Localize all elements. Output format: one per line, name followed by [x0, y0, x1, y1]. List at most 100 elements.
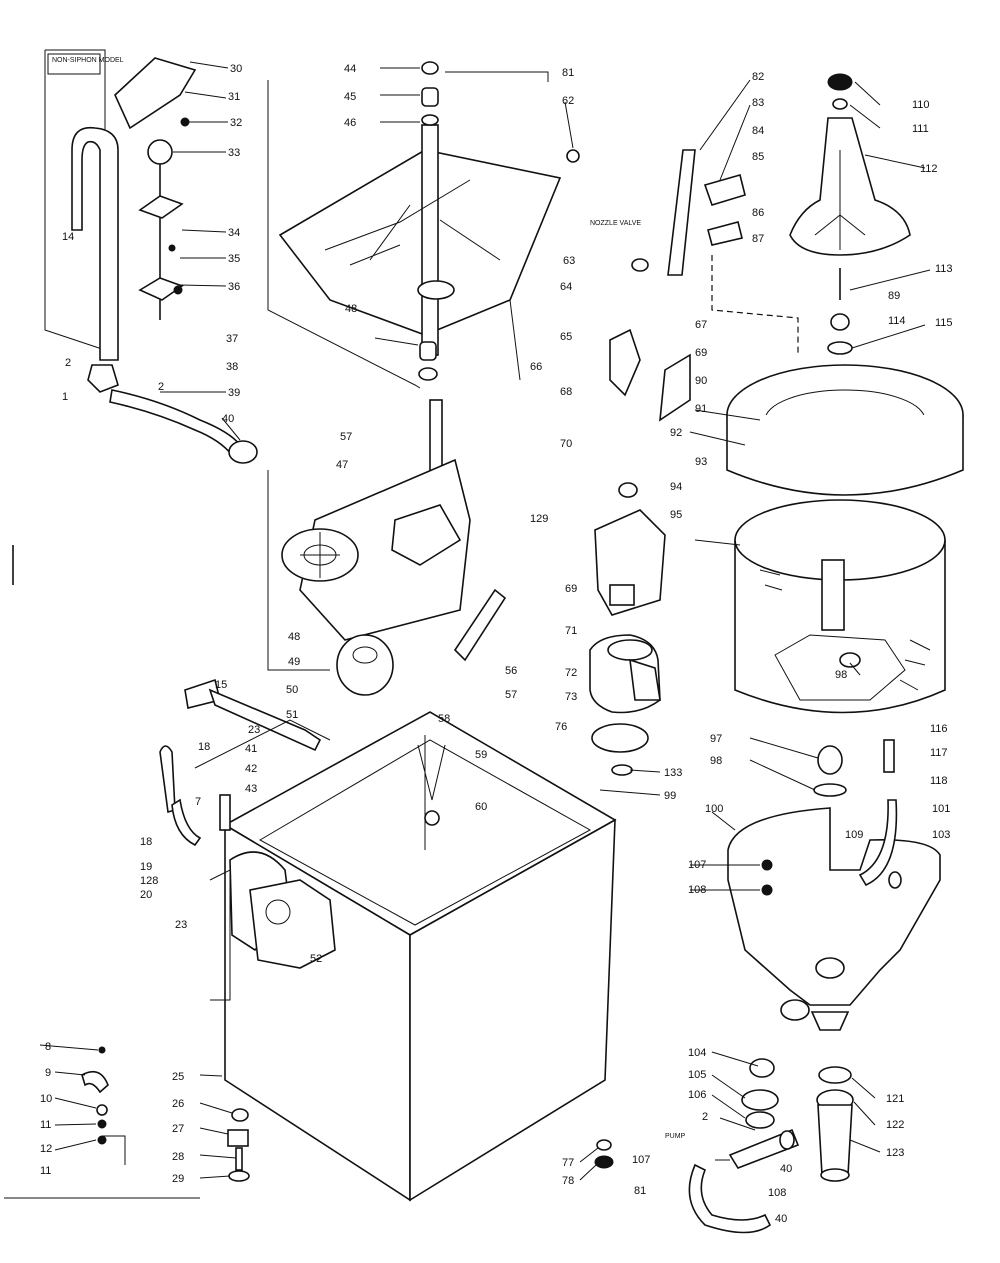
nozzle-valve-group: NOZZLE VALVE [590, 149, 799, 355]
hose-50 [208, 688, 322, 752]
callout: 105 [688, 1069, 706, 1081]
bracket-line [45, 49, 106, 135]
callout: 58 [438, 713, 450, 725]
callout: 46 [344, 117, 356, 129]
tub-cover-assembly [267, 61, 580, 389]
callout: 123 [886, 1147, 904, 1159]
callout: 77 [562, 1157, 574, 1169]
callout: 48 [345, 303, 357, 315]
callout: 114 [888, 315, 906, 327]
callout: 90 [695, 375, 707, 387]
callout: 116 [930, 723, 948, 735]
callout: 121 [886, 1093, 904, 1105]
nozzle-valve-note: NOZZLE VALVE [590, 220, 641, 227]
callout: 62 [562, 95, 574, 107]
callout: 38 [226, 361, 238, 373]
callout: 89 [888, 290, 900, 302]
callout: 23 [175, 919, 187, 931]
callout: 25 [172, 1071, 184, 1083]
callout: 43 [245, 783, 257, 795]
leg-bracket [227, 1129, 249, 1147]
callout-labels: 30 31 32 33 34 35 36 14 2 1 2 39 40 44 4… [40, 63, 953, 1225]
callout: 98 [710, 755, 722, 767]
callout: 110 [912, 99, 930, 111]
agitator-group [789, 73, 911, 355]
callout: 11 [40, 1119, 51, 1131]
callout: 28 [172, 1151, 184, 1163]
callout: 69 [565, 583, 577, 595]
callout: 26 [172, 1098, 184, 1110]
callout: 15 [215, 679, 227, 691]
callout: 129 [530, 513, 548, 525]
callout: 35 [228, 253, 240, 265]
callout: 34 [228, 227, 240, 239]
hose-coupling [228, 440, 258, 464]
callout: 39 [228, 387, 240, 399]
callout: 65 [560, 331, 572, 343]
strap-56 [453, 588, 507, 662]
cabinet [209, 711, 617, 1202]
callout: 33 [228, 147, 240, 159]
spring-60 [424, 810, 440, 826]
tub-cover-plate [278, 149, 562, 336]
callout: 66 [530, 361, 542, 373]
callout: 57 [505, 689, 517, 701]
callout: 92 [670, 427, 682, 439]
callout: 7 [195, 796, 201, 808]
callout: 95 [670, 509, 682, 521]
callout: 103 [932, 829, 950, 841]
agitator-shaft-tube [421, 124, 439, 356]
callout: 14 [62, 231, 74, 243]
callout: 97 [710, 733, 722, 745]
spin-basket-group [726, 364, 964, 714]
callout: 91 [695, 403, 707, 415]
callout: 84 [752, 125, 764, 137]
agitator [789, 117, 911, 256]
callout: 118 [930, 775, 948, 787]
callout: 50 [286, 684, 298, 696]
agitator-cap [827, 73, 853, 91]
callout: 42 [245, 763, 257, 775]
callout: 47 [336, 459, 348, 471]
cap-44 [421, 61, 439, 75]
callout: 111 [912, 123, 929, 135]
callout: 12 [40, 1143, 52, 1155]
callout: 18 [198, 741, 210, 753]
callout: 115 [935, 317, 953, 329]
bushing-45 [421, 87, 439, 107]
callout: 41 [245, 743, 257, 755]
clip-9 [81, 1070, 109, 1094]
callout: 23 [248, 724, 260, 736]
callout: 81 [634, 1185, 646, 1197]
callout: 81 [562, 67, 574, 79]
callout: 32 [230, 117, 242, 129]
seal-97 [817, 745, 843, 775]
callout: 19 [140, 861, 152, 873]
callout: 56 [505, 665, 517, 677]
callout: 106 [688, 1089, 706, 1101]
callout: 20 [140, 889, 152, 901]
outer-tub-group [727, 739, 941, 1031]
pump-clutch-49 [336, 634, 394, 696]
callout: 31 [228, 91, 240, 103]
callout: 94 [670, 481, 682, 493]
callout: 8 [45, 1041, 51, 1053]
callout: 9 [45, 1067, 51, 1079]
transmission-assembly [267, 399, 471, 696]
callout: 73 [565, 691, 577, 703]
callout: 108 [768, 1187, 786, 1199]
non-siphon-note: NON-SIPHON MODEL [52, 57, 124, 64]
callout: 93 [695, 456, 707, 468]
callout: 76 [555, 721, 567, 733]
callout: 10 [40, 1093, 52, 1105]
valve-bracket-2 [138, 277, 184, 301]
callout: 117 [930, 747, 948, 759]
callout: 133 [664, 767, 682, 779]
callout: 37 [226, 333, 238, 345]
callout: 1 [62, 391, 68, 403]
callout: 109 [845, 829, 863, 841]
valve-bracket [138, 195, 184, 219]
callout: 51 [286, 709, 298, 721]
bracket-84 [703, 174, 746, 206]
